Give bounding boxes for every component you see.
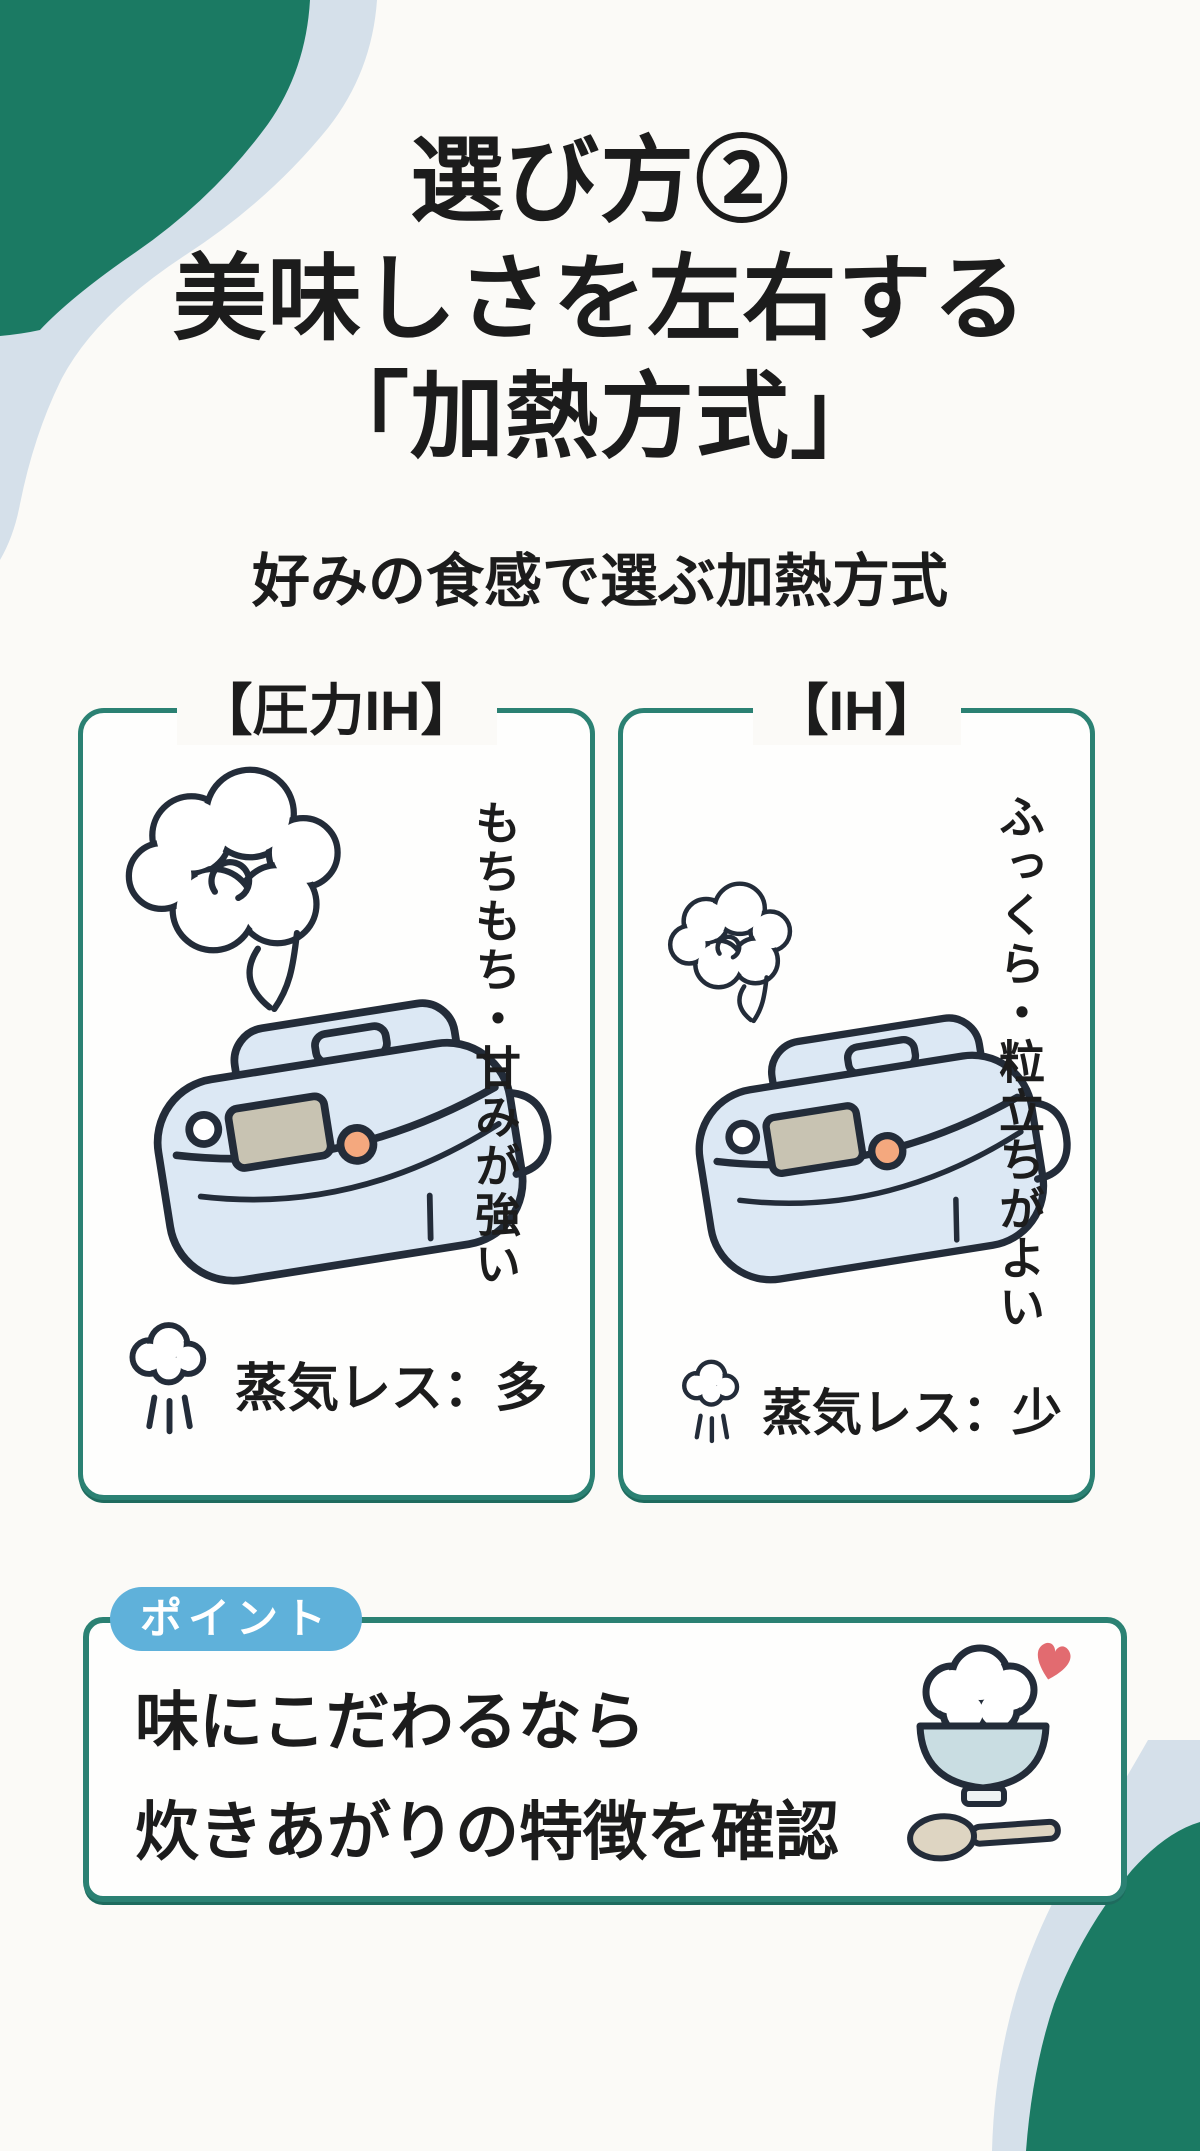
card-pressure-ih-header: 【圧力IH】 (176, 677, 497, 745)
texture-feature-label: ふっくら・粒立ちがよい (993, 793, 1045, 1332)
title-line-1: 選び方② (409, 128, 790, 233)
heart-icon (1037, 1642, 1071, 1680)
rice-bowl-icon (907, 1642, 1071, 1862)
texture-feature-label: もちもち・甘みが強い (469, 799, 521, 1289)
rice-cooker-illustration (695, 1014, 1071, 1284)
point-badge: ポイント (110, 1587, 363, 1652)
title-line-3: 「加熱方式」 (314, 364, 885, 469)
steam-burst-icon (682, 1359, 740, 1444)
point-line-1: 味にこだわるなら (135, 1686, 646, 1758)
card-pressure-ih: 【圧力IH】 (78, 677, 595, 1500)
corner-wave-bottom-right-decoration (992, 1740, 1200, 2151)
steam-level-label: 蒸気レス：少 (762, 1385, 1062, 1441)
steam-burst-icon (129, 1322, 207, 1435)
point-text: 味にこだわるなら 炊きあがりの特徴を確認 (135, 1667, 839, 1887)
steam-level-label: 蒸気レス：多 (235, 1360, 548, 1418)
corner-wave-top-left-decoration (0, 0, 377, 560)
page-title: 選び方② 美味しさを左右する 「加熱方式」 (0, 122, 1200, 476)
steam-cloud-icon (667, 881, 793, 1024)
rice-cooker-illustration (153, 999, 552, 1285)
card-ih-header: 【IH】 (752, 677, 961, 745)
rice-spoon-icon (907, 1813, 1061, 1862)
point-line-2: 炊きあがりの特徴を確認 (135, 1796, 839, 1868)
title-line-2: 美味しさを左右する (172, 246, 1028, 351)
card-ih: 【IH】 (618, 677, 1095, 1500)
point-box: ポイント 味にこだわるなら 炊きあがりの特徴を確認 (83, 1587, 1127, 1902)
page-subtitle: 好みの食感で選ぶ加熱方式 (251, 549, 948, 614)
steam-cloud-icon (125, 766, 341, 1013)
